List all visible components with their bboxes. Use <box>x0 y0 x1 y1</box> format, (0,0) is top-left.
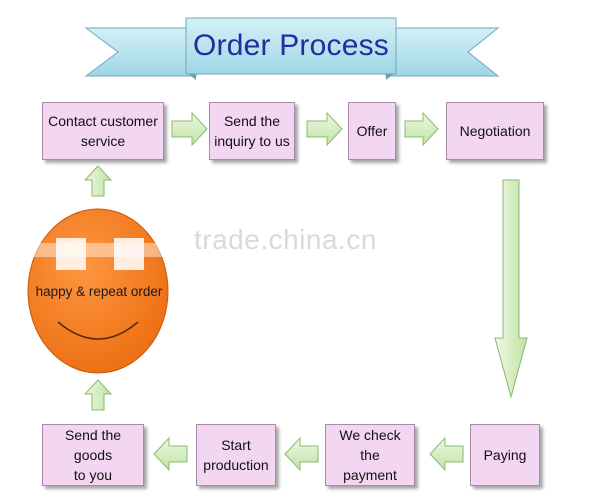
arrow-right-1 <box>171 111 208 147</box>
smiley-caption: happy & repeat order <box>35 284 163 299</box>
ribbon-left-tail <box>84 27 197 77</box>
arrow-down-long <box>494 179 528 399</box>
page-title: Order Process <box>193 29 389 62</box>
watermark: trade.china.cn <box>194 224 377 255</box>
step-start-production: Start production <box>196 424 276 486</box>
step-check-payment: We check the payment <box>325 424 415 486</box>
arrow-left-2 <box>284 436 319 472</box>
smiley-face <box>27 208 169 374</box>
arrow-up-lower <box>83 379 113 411</box>
step-send-goods: Send the goods to you <box>42 424 144 486</box>
step-send-inquiry: Send the inquiry to us <box>209 102 295 160</box>
smiley-left-eye <box>56 238 86 270</box>
arrow-right-2 <box>306 111 343 147</box>
smiley-mouth <box>57 321 139 340</box>
arrow-left-1 <box>429 436 464 472</box>
step-paying: Paying <box>470 424 540 486</box>
step-contact-customer-service: Contact customer service <box>42 102 164 160</box>
step-offer: Offer <box>348 102 396 160</box>
arrow-right-3 <box>404 111 439 147</box>
arrow-up-upper <box>83 165 113 197</box>
ribbon-center <box>185 17 397 75</box>
smiley-right-eye <box>114 238 144 270</box>
step-negotiation: Negotiation <box>446 102 544 160</box>
arrow-left-3 <box>153 436 188 472</box>
ribbon-right-tail <box>385 27 500 77</box>
title-ribbon <box>84 17 500 80</box>
